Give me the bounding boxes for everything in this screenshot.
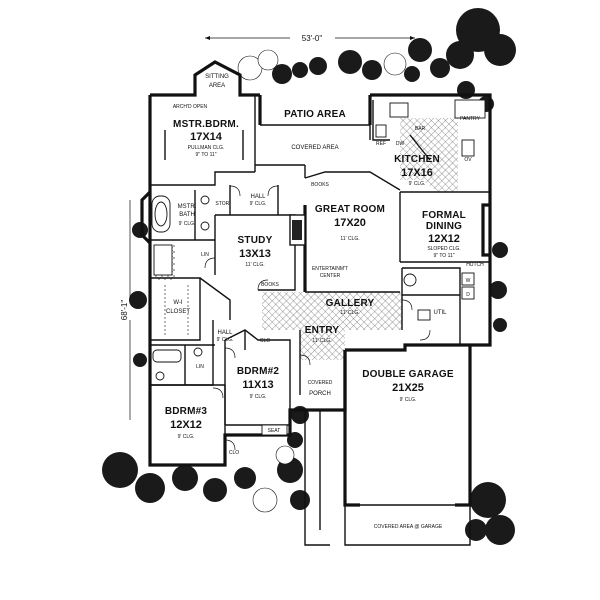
gallery-name: GALLERY [326, 298, 375, 309]
entry-ceiling: 11' CLG. [312, 338, 331, 344]
double-garage-name: DOUBLE GARAGE [362, 369, 454, 380]
great-room-name: GREAT ROOM [315, 204, 385, 215]
doors [204, 185, 431, 451]
overall-width-dimension: 53'-0" [205, 34, 415, 43]
kitchen-tile [400, 118, 458, 192]
overall-depth-dimension: 68'-1" [120, 200, 131, 420]
gallery-tile [262, 292, 402, 360]
master-bedroom-size: 17X14 [190, 131, 223, 143]
sitting-label: SITTING [205, 74, 229, 80]
formal-dining-ceiling: SLOPED CLG. [427, 246, 460, 252]
walkin-closet-name-line2: CLOSET [166, 309, 190, 315]
master-bedroom-name: MSTR.BDRM. [173, 119, 239, 130]
bedroom3-ceiling: 9' CLG. [178, 434, 195, 440]
utility-sink-icon [417, 309, 431, 321]
fixtures [151, 99, 486, 436]
study-size: 13X13 [239, 248, 271, 260]
entry-name: ENTRY [305, 325, 340, 336]
hall-top-label: HALL [250, 194, 266, 200]
master-bedroom-ceiling-range: 9" TO 11" [195, 152, 216, 158]
closet-mid-label: CLO [260, 338, 270, 344]
kitchen-name: KITCHEN [394, 154, 440, 165]
landscaping [102, 8, 516, 545]
sitting-label-line2: AREA [209, 83, 225, 89]
patio-area-label: PATIO AREA [284, 109, 346, 120]
width-dimension-label: 53'-0" [302, 34, 323, 43]
kitchen-ceiling-note: 9' CLG. [409, 181, 426, 187]
washer-label: W [466, 278, 471, 284]
walkin-closet-name: W-I [173, 300, 183, 306]
refrigerator-label: REF [376, 141, 386, 147]
bedroom3-size: 12X12 [170, 419, 202, 431]
linen-label-1: LIN [201, 252, 209, 258]
hutch-label: HUTCH [466, 262, 484, 268]
kitchen-size: 17X16 [401, 167, 433, 179]
formal-dining-ceiling-range: 9" TO 11" [433, 253, 454, 259]
tree-bottom-right [465, 482, 515, 545]
gallery-ceiling: 11' CLG. [340, 310, 359, 316]
bathtub-icon-lower [152, 349, 182, 363]
refrigerator-icon [375, 124, 387, 138]
hall-mid-label: HALL [217, 330, 233, 336]
water-heater-icon [403, 273, 417, 287]
linen-label-2: LIN [196, 364, 204, 370]
dishwasher-label: DW [396, 141, 405, 147]
master-bedroom-ceiling-note: PULLMAN CLG. [188, 145, 225, 151]
formal-dining-name-line2: DINING [426, 221, 462, 232]
study-ceiling: 11' CLG. [245, 262, 264, 268]
great-room-ceiling: 11' CLG. [340, 236, 359, 242]
books-top-label: BOOKS [311, 182, 329, 188]
garage-covered-area-label: COVERED AREA @ GARAGE [374, 524, 443, 530]
entertainment-label: ENTERTAINM'T [312, 266, 348, 272]
oven-label: OV [464, 157, 472, 163]
double-garage-size: 21X25 [392, 382, 424, 394]
interior-walls [149, 95, 490, 546]
kitchen-bar-label: BAR [415, 126, 426, 132]
room-labels: SITTING AREA ARCH'D OPEN MSTR.BDRM. 17X1… [165, 74, 484, 530]
master-bath-name-line2: BATH [179, 212, 195, 218]
study-books-label: BOOKS [261, 282, 279, 288]
bedroom2-ceiling: 9' CLG. [250, 394, 267, 400]
tree-top-right [408, 8, 516, 78]
dryer-icon [461, 286, 475, 300]
bedroom3-closet-label: CLO [229, 450, 239, 456]
great-room-size: 17X20 [334, 217, 366, 229]
formal-dining-name: FORMAL [422, 210, 466, 221]
entertainment-label-line2: CENTER [320, 273, 341, 279]
pantry-label: PANTRY [460, 116, 480, 122]
window-seat [261, 424, 288, 436]
shower-icon [153, 244, 173, 276]
dryer-label: D [466, 292, 470, 298]
depth-dimension-label: 68'-1" [120, 300, 129, 321]
master-bath-ceiling: 9' CLG. [179, 221, 196, 227]
covered-porch-label: COVERED [308, 380, 333, 386]
covered-porch-label-line2: PORCH [309, 391, 331, 397]
utility-label: UTIL [433, 310, 447, 316]
master-bath-name: MSTR. [178, 204, 197, 210]
bedroom3-name: BDRM#3 [165, 406, 208, 417]
kitchen-sink-icon [389, 102, 409, 118]
shrubs-right [489, 242, 508, 332]
shrubs-left [129, 222, 148, 367]
bedroom2-size: 11X13 [242, 379, 273, 391]
hall-mid-ceiling: 9' CLG. [217, 337, 234, 343]
seat-label: SEAT [268, 428, 281, 434]
formal-dining-size: 12X12 [428, 233, 460, 245]
washer-icon [461, 272, 475, 286]
hall-top-ceiling: 9' CLG. [250, 201, 267, 207]
arched-opening-note: ARCH'D OPEN [173, 104, 208, 110]
pantry-shelving [454, 99, 486, 119]
bedroom2-name: BDRM#2 [237, 366, 280, 377]
oven-icon [461, 139, 475, 157]
double-garage-ceiling: 9' CLG. [400, 397, 417, 403]
study-name: STUDY [238, 235, 273, 246]
storage-label: STOR. [215, 201, 230, 207]
tree-bottom-left [102, 452, 310, 513]
covered-area-label: COVERED AREA [291, 145, 338, 151]
